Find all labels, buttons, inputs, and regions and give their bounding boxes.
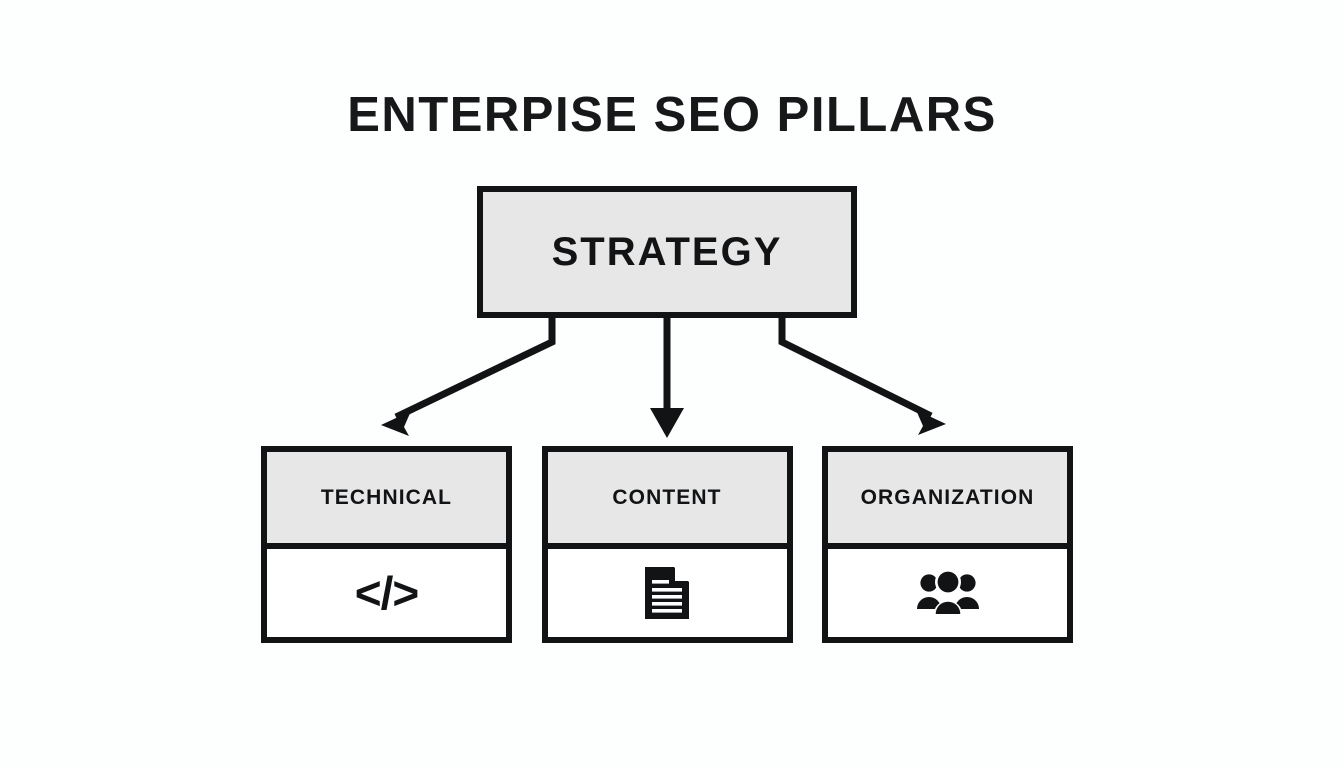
- people-group-icon: [916, 571, 979, 615]
- node-organization-header: ORGANIZATION: [828, 452, 1067, 549]
- node-technical-header: TECHNICAL: [267, 452, 506, 549]
- node-content-header: CONTENT: [547, 452, 787, 549]
- document-icon: [645, 567, 689, 619]
- code-icon-glyph: </>: [354, 567, 420, 619]
- node-technical: TECHNICAL </>: [261, 446, 512, 643]
- node-strategy: STRATEGY: [477, 186, 857, 318]
- arrow-strategy-to-technical: [381, 318, 556, 436]
- node-technical-label: TECHNICAL: [320, 486, 453, 509]
- node-content-body: [547, 549, 787, 637]
- node-organization-body: [828, 549, 1067, 637]
- node-organization: ORGANIZATION: [822, 446, 1073, 643]
- node-content-label: CONTENT: [612, 486, 722, 509]
- node-technical-body: </>: [267, 549, 506, 637]
- code-icon: </>: [354, 567, 420, 619]
- node-organization-label: ORGANIZATION: [860, 486, 1035, 509]
- arrow-strategy-to-content: [650, 318, 684, 438]
- node-strategy-label: STRATEGY: [551, 230, 783, 274]
- arrow-strategy-to-organization: [778, 318, 946, 435]
- page-title: ENTERPISE SEO PILLARS: [347, 88, 997, 142]
- node-content: CONTENT: [541, 446, 793, 643]
- leaf-node-row: TECHNICAL </> CONTENT: [261, 446, 1073, 643]
